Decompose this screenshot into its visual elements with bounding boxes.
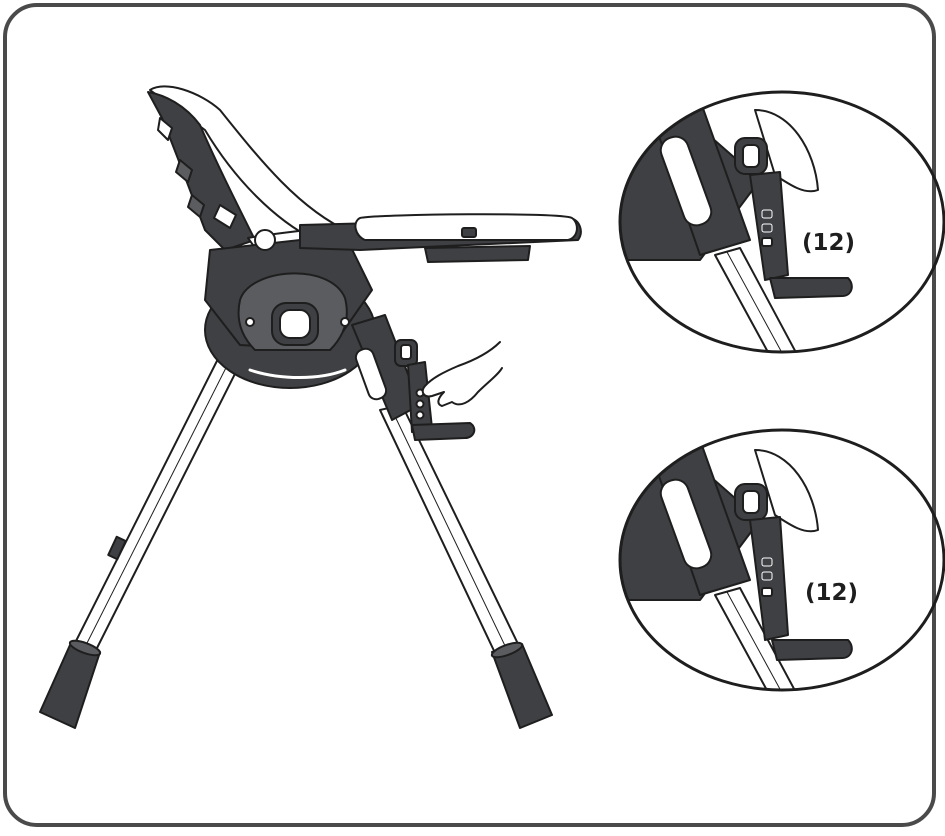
detail-upper-label: (12) (802, 230, 855, 256)
instruction-frame (3, 3, 936, 827)
rear-leg (39, 334, 253, 729)
highchair-illustration (39, 85, 582, 729)
seat-base (204, 229, 376, 389)
tray (299, 213, 582, 263)
seat-back (147, 85, 351, 251)
detail-upper: (12) (618, 90, 945, 354)
hand (421, 341, 503, 407)
detail-lower: (12) (618, 428, 945, 692)
detail-lower-label: (12) (805, 580, 858, 606)
footrest-assembly (351, 314, 476, 441)
front-leg (379, 404, 553, 729)
